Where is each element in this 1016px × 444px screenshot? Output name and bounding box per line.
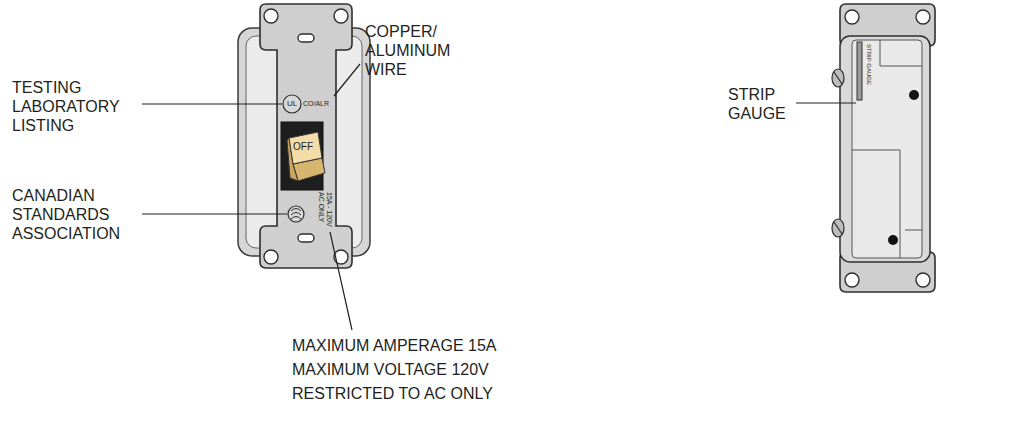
rating-note: MAXIMUM AMPERAGE 15A [292,336,497,355]
mounting-strap-part [260,4,352,268]
switch-back-part [916,10,930,24]
switch-back-part [916,273,930,287]
callout-label: TESTING LABORATORY LISTING [12,78,137,135]
switch-back-part [832,219,844,237]
leader-lines-part [142,103,282,104]
toggle-lever-part [289,132,322,164]
ul-mark [283,95,301,113]
mounting-strap-part [264,9,278,23]
switch-back-part [840,36,930,262]
switch-back-part [832,69,844,87]
switch-back-part [845,273,859,287]
mounting-strap-part [298,34,314,42]
callout-label: STRIP GAUGE [728,85,800,123]
leader-lines-part [796,102,856,103]
switch-back-part [852,40,922,258]
switch-back-part [852,150,900,258]
switch-back-part [888,235,898,245]
callout-label: COPPER/ ALUMINUM WIRE [365,22,475,79]
rating-note: MAXIMUM VOLTAGE 120V [292,360,489,379]
switch-back-part [834,222,842,234]
toggle-lever [281,122,325,190]
switch-back [832,4,935,292]
mounting-strap-part [334,9,348,23]
mounting-strap-part [298,234,314,242]
csa-mark-part [288,206,304,222]
switch-back-part [880,40,922,66]
ul-mark-part [283,95,301,113]
mounting-strap-part [264,250,278,264]
leader-lines-part [334,64,360,96]
switch-back-part [845,10,859,24]
switch-back-part [909,90,919,100]
leader-lines [142,64,856,330]
csa-mark [288,206,304,222]
imprint-text: CO/ALR [303,99,329,108]
csa-mark-part [291,217,301,220]
imprint-text: 15A - 120V [325,192,333,227]
leader-lines-part [142,213,287,214]
callout-label: CANADIAN STANDARDS ASSOCIATION [12,186,137,243]
leader-lines-part [330,232,352,330]
mark-text: UL [283,99,301,109]
csa-mark-part [291,213,301,216]
switch-back-part [905,230,922,231]
switch-back-part [834,72,842,84]
switch-back-part [857,42,862,100]
mounting-strap [260,4,352,268]
rating-note: RESTRICTED TO AC ONLY [292,384,493,403]
switch-back-part [840,4,935,292]
toggle-text: OFF [293,141,313,153]
imprint-text: STRIP GAUGE [865,44,872,85]
csa-mark-part [291,209,301,212]
imprint-text: AC ONLY [317,192,325,222]
